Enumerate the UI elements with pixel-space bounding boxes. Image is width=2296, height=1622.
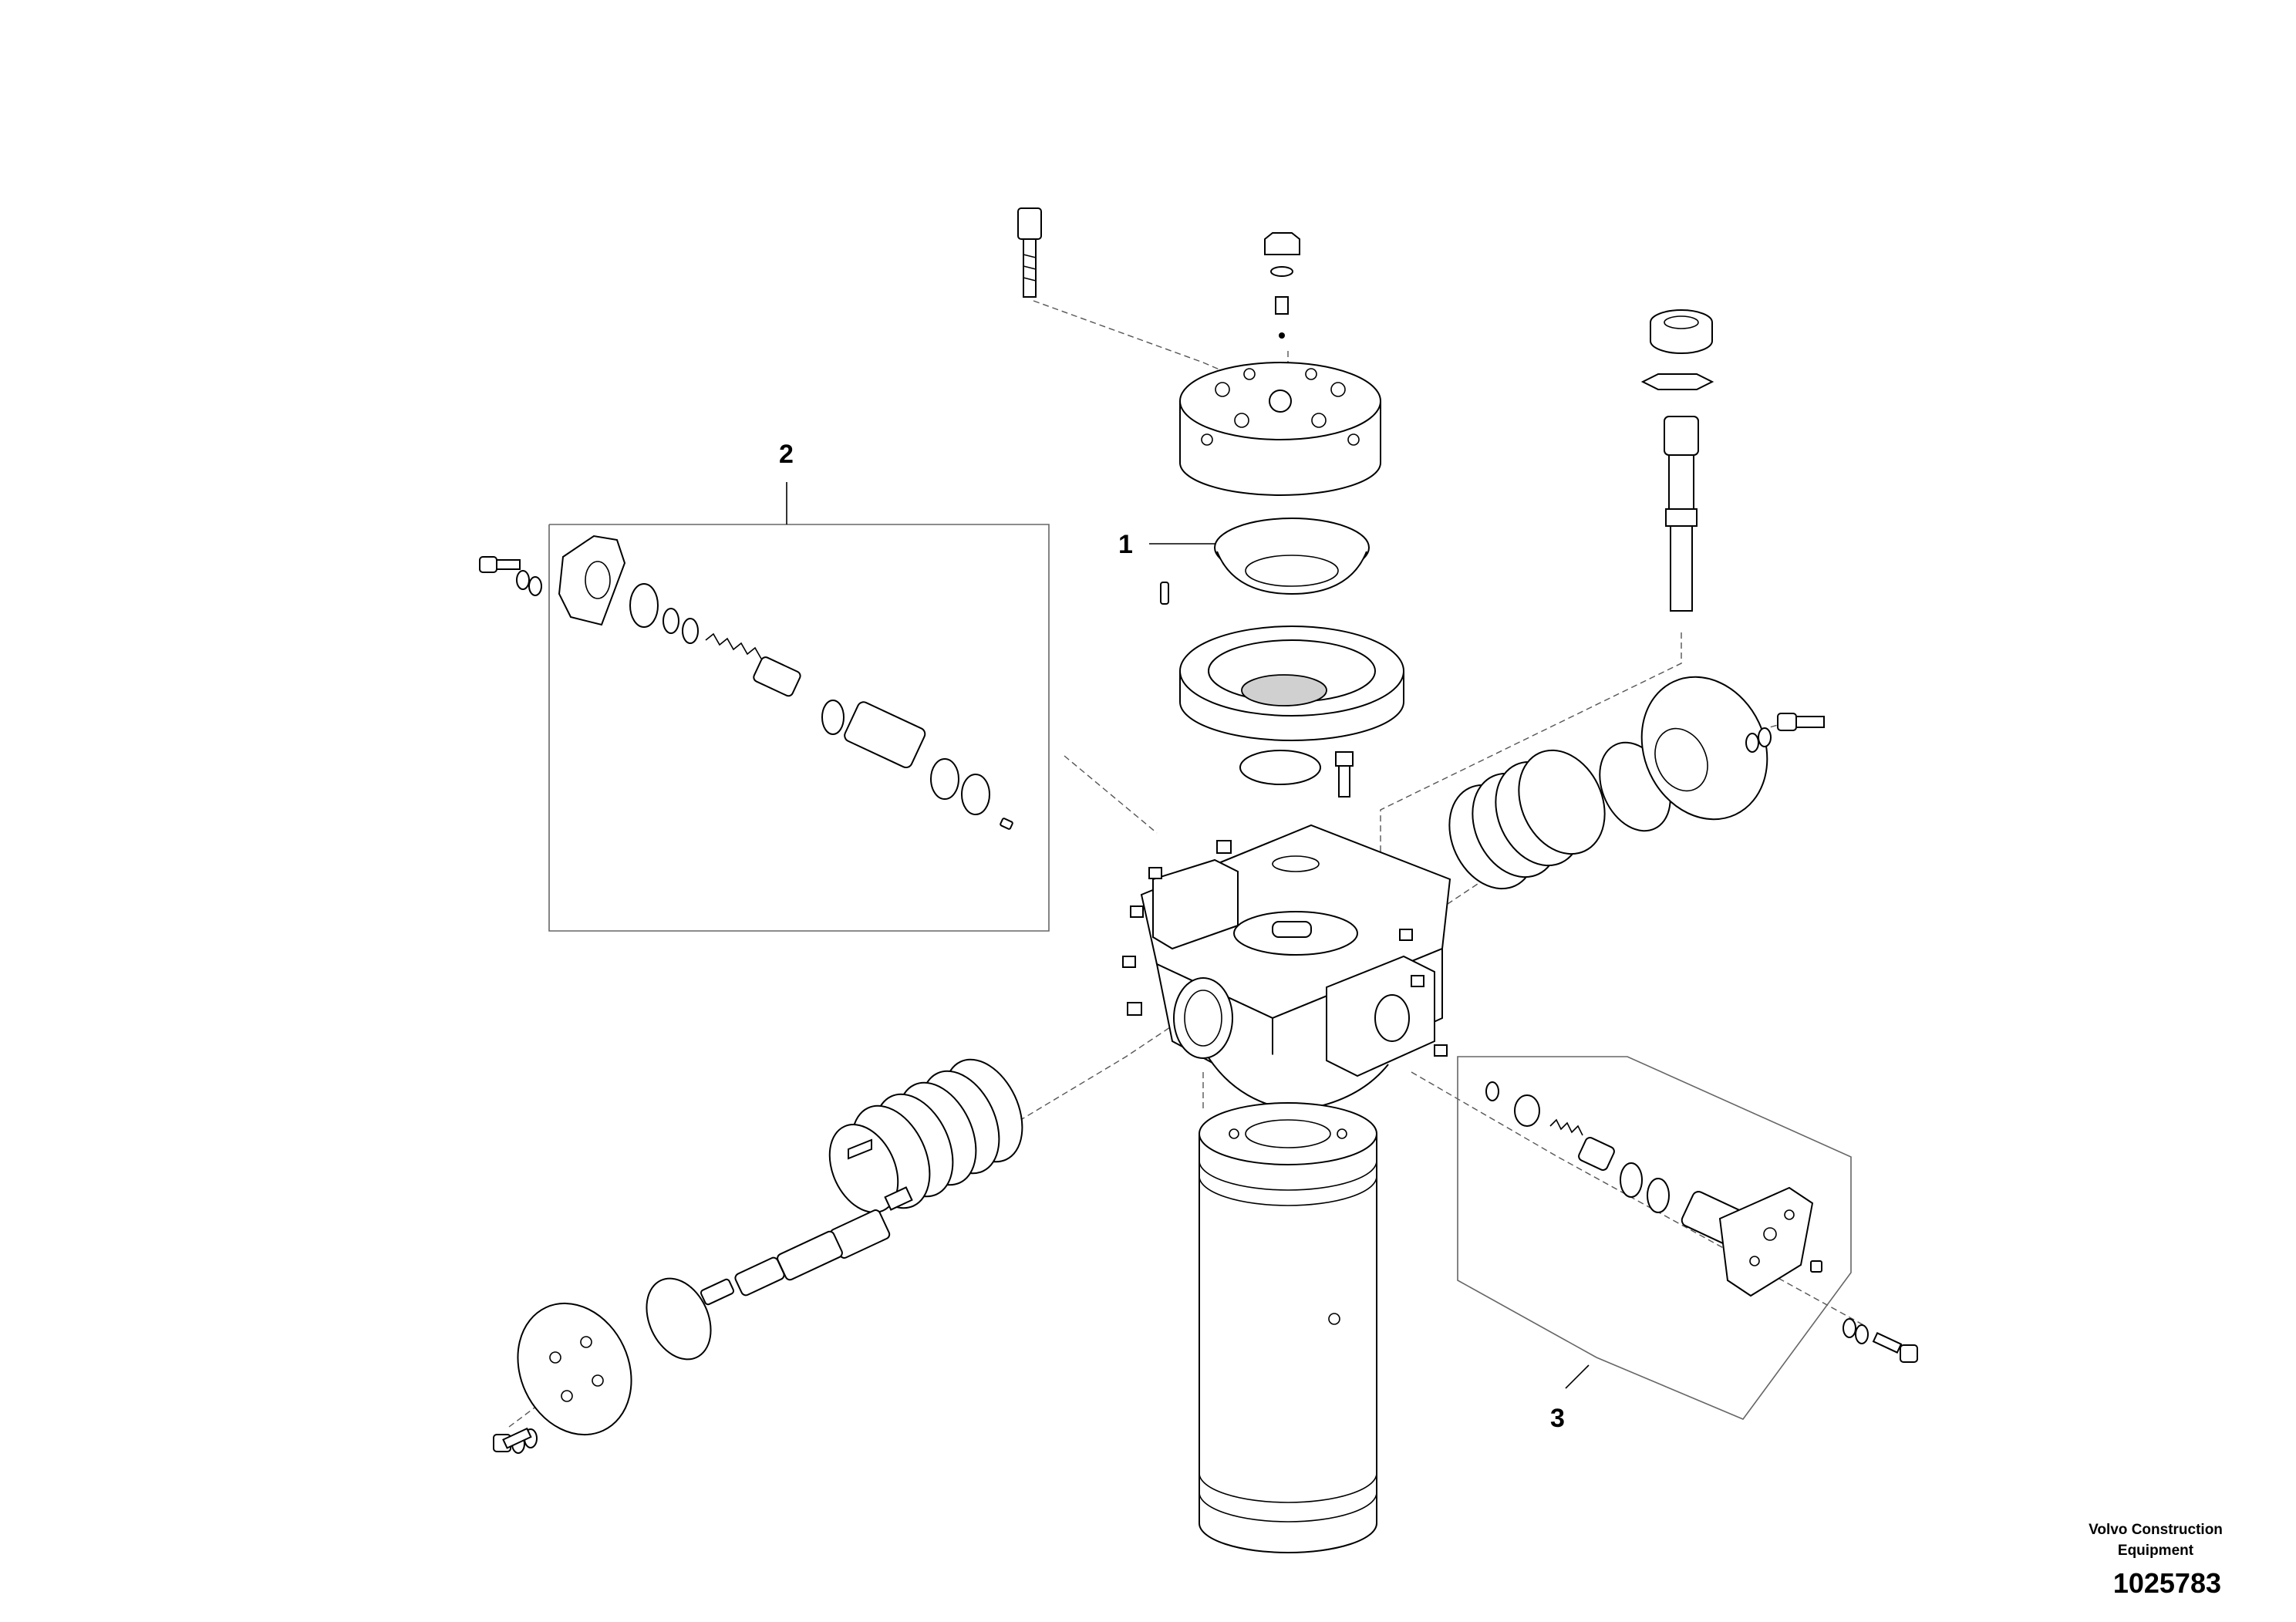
- retainer-ring: [1179, 626, 1404, 741]
- lower-sleeve: [1199, 1102, 1377, 1553]
- top-plug-stack: [1264, 232, 1300, 339]
- left-spring-assembly: [493, 1058, 1023, 1454]
- dowel-pin: [1160, 582, 1169, 605]
- callout-3-leader: [1565, 1364, 1590, 1389]
- main-valve-body: [1122, 824, 1451, 1112]
- right-vertical-rod: [1640, 309, 1714, 612]
- callout-1-number: 1: [1118, 530, 1133, 559]
- ring-oring-and-screw: [1239, 750, 1354, 798]
- brand-line-2: Equipment: [2118, 1543, 2194, 1559]
- assembly-2-parts: [479, 534, 1013, 830]
- callout-3-number: 3: [1550, 1404, 1565, 1433]
- callout-2-number: 2: [779, 440, 794, 469]
- assembly-3-parts: [1485, 1081, 1918, 1363]
- seat-bowl-item-1: [1149, 518, 1370, 595]
- document-number: 1025783: [2113, 1567, 2221, 1599]
- brand-line-1: Volvo Construction: [2089, 1522, 2223, 1538]
- assembly-3-frame: [1457, 1056, 1852, 1420]
- top-cover: [1179, 362, 1381, 496]
- top-bolt: [1017, 207, 1042, 298]
- assembly-2-frame: [548, 482, 1050, 932]
- right-spring-assembly: [1448, 676, 1825, 890]
